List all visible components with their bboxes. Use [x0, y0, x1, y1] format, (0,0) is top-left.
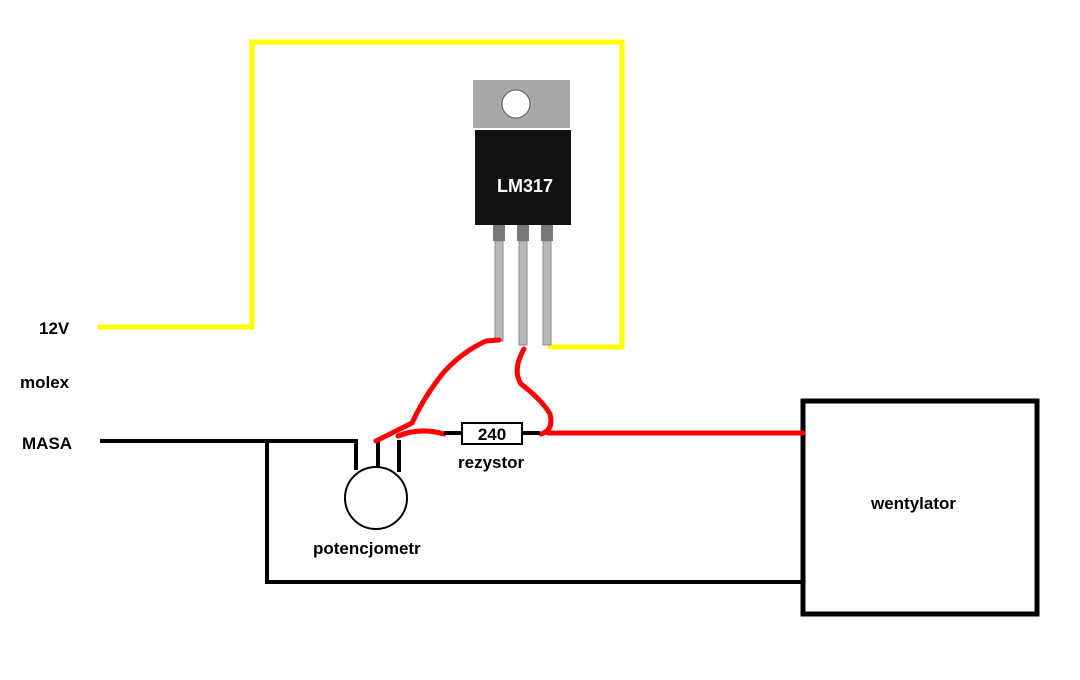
chip-lead-in	[542, 240, 552, 346]
chip-body	[475, 130, 571, 225]
label-molex: molex	[20, 373, 70, 392]
chip-lead-out	[518, 240, 528, 346]
wire-12v	[98, 39, 625, 350]
resistor: 240	[444, 422, 540, 445]
regulated-wiring	[373, 337, 806, 444]
label-fan: wentylator	[870, 494, 956, 513]
ground-wiring	[100, 439, 803, 584]
label-resistor: rezystor	[458, 453, 525, 472]
wire-adjust	[373, 337, 502, 444]
label-12v: 12V	[39, 319, 70, 338]
wire-output	[514, 346, 554, 437]
potentiometer	[344, 440, 408, 530]
label-potentiometer: potencjometr	[313, 539, 421, 558]
chip-lead-adj	[494, 240, 504, 342]
chip-label: LM317	[497, 176, 553, 196]
resistor-value: 240	[478, 425, 506, 444]
label-masa: MASA	[22, 434, 72, 453]
lm317-regulator: LM317	[473, 80, 571, 346]
wire-pot-to-resistor	[395, 428, 447, 439]
fan-box	[800, 398, 1040, 617]
